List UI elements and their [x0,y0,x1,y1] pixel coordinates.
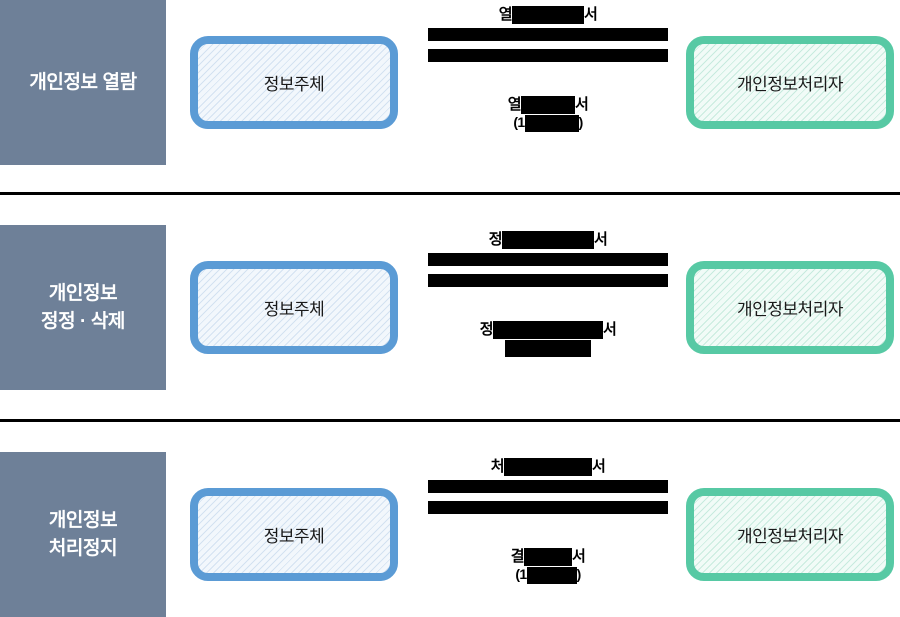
actor-box-data-subject-1[interactable]: 정보주체 [190,36,398,129]
actor-label-controller-3: 개인정보처리자 [737,527,843,546]
actor-label-controller-1: 개인정보처리자 [737,75,843,94]
category-label-correction-deletion: 개인정보 정정 · 삭제 [40,282,125,332]
actor-box-controller-1[interactable]: 개인정보처리자 [686,36,894,129]
redaction-bar-bottom-3 [524,548,572,567]
flow-sublabel-response-access: (1) [412,114,684,132]
flow-sublabel-response-suspension: (1) [412,566,684,584]
category-label-access: 개인정보 열람 [29,71,137,93]
arrow-response-access [428,49,668,62]
arrow-request-access [428,28,668,41]
actor-label-controller-2: 개인정보처리자 [737,300,843,319]
flow-label-suffix: 서 [575,96,589,113]
redaction-bar-top-1 [512,6,584,25]
flow-label-prefix: 처 [490,458,505,475]
flow-label-suffix: 서 [594,231,608,248]
flow-label-suffix: 서 [572,548,586,565]
flow-label-suffix: 서 [584,6,598,23]
flow-label-prefix: 정 [488,231,503,248]
arrow-request-correction [428,253,668,266]
flow-label-response-suspension: 결 서 (1) [412,548,684,584]
flow-label-suffix: 서 [592,458,606,475]
flow-sublabel-response-correction [412,339,684,357]
flow-label-prefix: 정 [479,321,494,338]
category-label-processing-suspension: 개인정보 처리정지 [48,509,118,559]
flow-label-prefix: 열 [507,96,522,113]
actor-box-controller-2[interactable]: 개인정보처리자 [686,261,894,354]
actor-label-data-subject-3: 정보주체 [263,527,325,546]
flow-label-response-access: 열 서 (1) [412,96,684,132]
flow-label-prefix: 결 [510,548,525,565]
category-block-correction-deletion: 개인정보 정정 · 삭제 [0,225,166,390]
flow-label-prefix: 열 [498,6,513,23]
redaction-bar-top-2 [502,231,594,250]
flow-sublabel-prefix: (1 [515,566,527,583]
arrow-request-suspension [428,480,668,493]
actor-label-data-subject-1: 정보주체 [263,75,325,94]
redaction-bar-top-3 [504,458,592,477]
redaction-bar-sub-2 [505,339,591,357]
redaction-bar-sub-1 [524,114,579,132]
redaction-bar-bottom-2 [493,321,603,340]
flow-label-suffix: 서 [603,321,617,338]
actor-box-controller-3[interactable]: 개인정보처리자 [686,488,894,581]
section-divider-1 [0,192,900,195]
actor-box-data-subject-3[interactable]: 정보주체 [190,488,398,581]
arrow-response-correction [428,274,668,287]
category-block-access: 개인정보 열람 [0,0,166,165]
flow-sublabel-suffix: ) [578,114,584,131]
redaction-bar-bottom-1 [521,96,575,115]
category-block-processing-suspension: 개인정보 처리정지 [0,452,166,617]
section-divider-2 [0,419,900,422]
redaction-bar-sub-3 [526,566,577,584]
flow-sublabel-suffix: ) [576,566,582,583]
actor-box-data-subject-2[interactable]: 정보주체 [190,261,398,354]
arrow-response-suspension [428,501,668,514]
actor-label-data-subject-2: 정보주체 [263,300,325,319]
flow-sublabel-prefix: (1 [513,114,525,131]
